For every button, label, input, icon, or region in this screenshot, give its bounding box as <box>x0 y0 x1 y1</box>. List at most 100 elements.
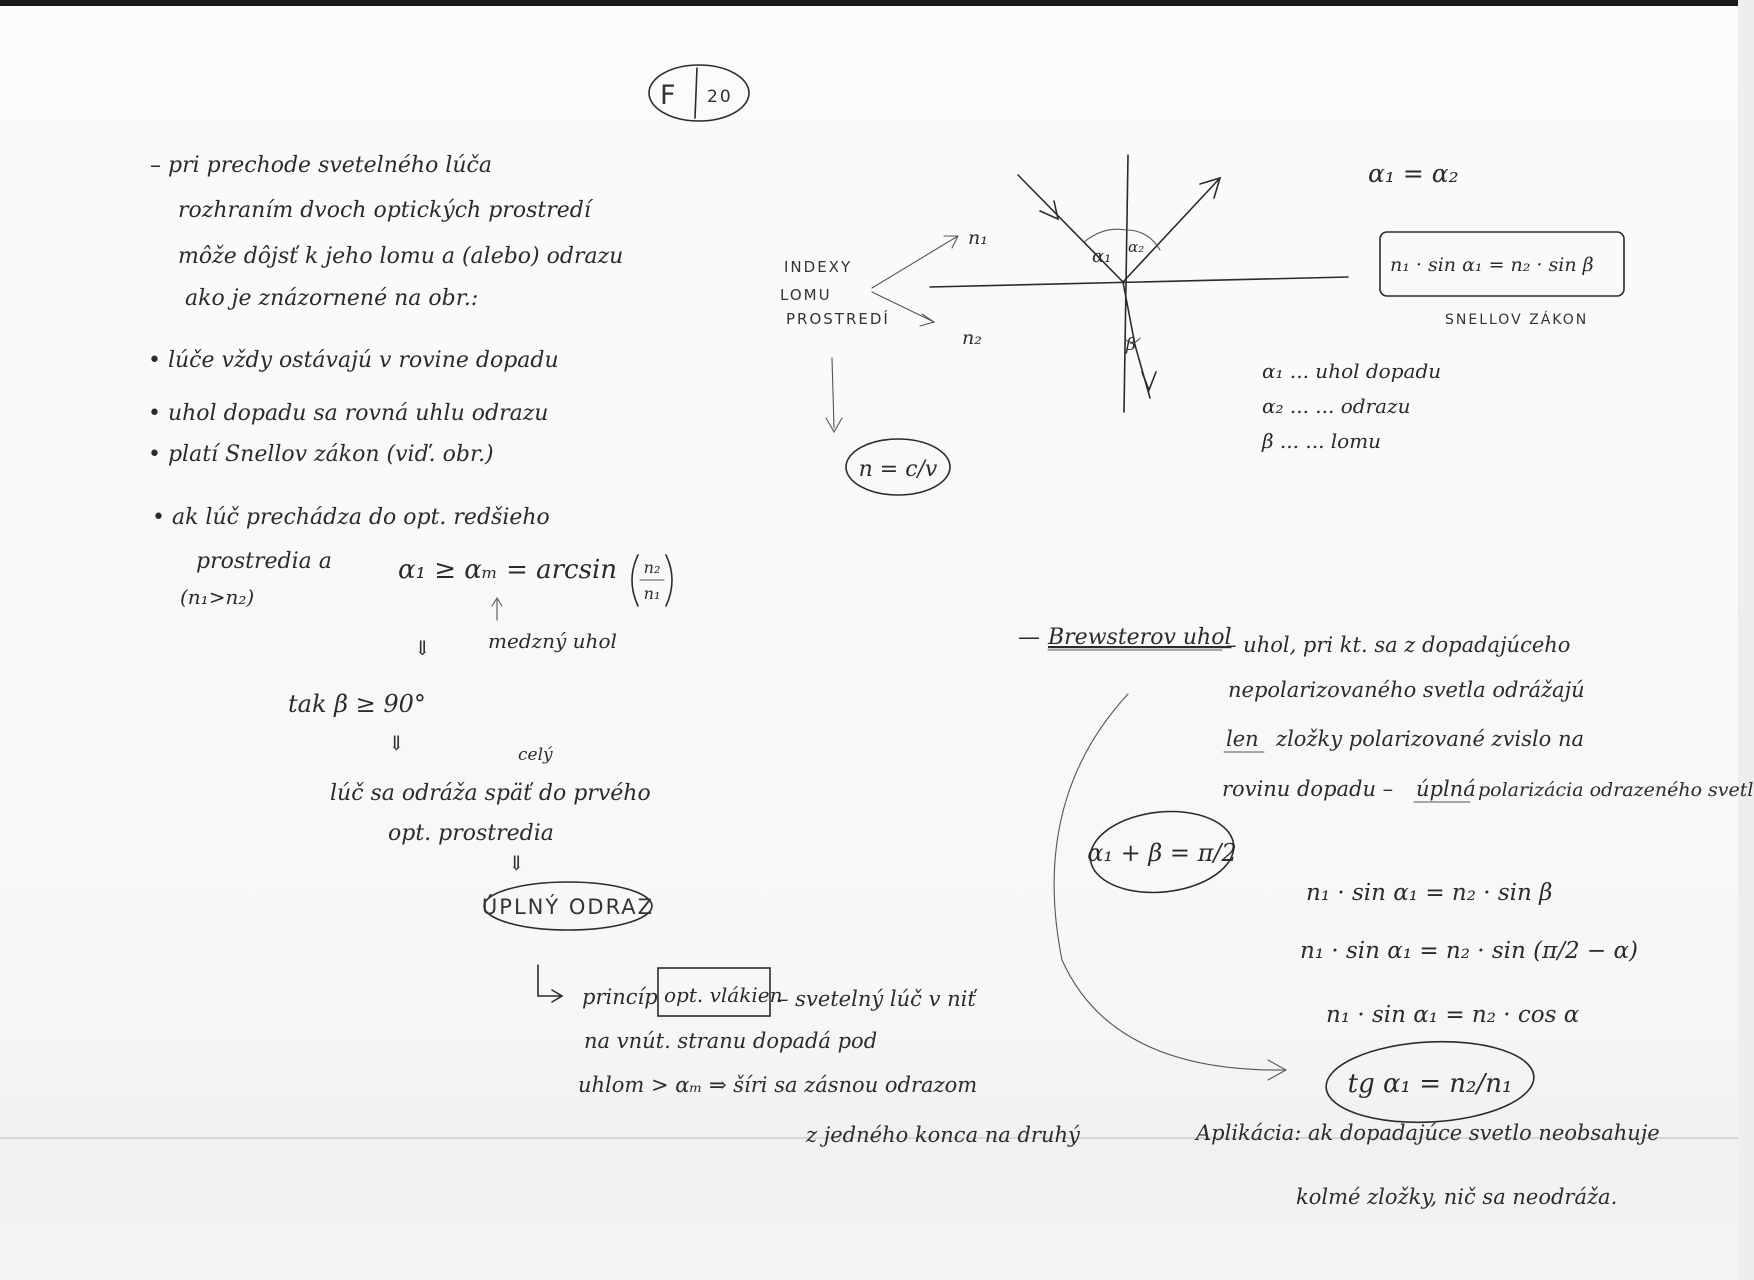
interface-line <box>929 276 1349 288</box>
result-bubble <box>1325 1040 1535 1124</box>
brewster-line: – uhol, pri kt. sa z dopadajúceho <box>1226 633 1570 657</box>
rule-item: • uhol dopadu sa rovná uhlu odrazu <box>148 401 548 426</box>
intro-line: môže dôjsť k jeho lomu a (alebo) odrazu <box>178 244 623 269</box>
brewster-section: — Brewsterov uhol – uhol, pri kt. sa z d… <box>1018 625 1754 1209</box>
refracted-arrow-head <box>1141 371 1157 393</box>
legend-line: α₁ ... uhol dopadu <box>1262 359 1441 383</box>
definition-arrow <box>831 357 835 429</box>
reflected-ray <box>1122 177 1221 283</box>
implies-glyph: ⇓ <box>414 636 431 660</box>
definition-bubble <box>845 438 951 496</box>
scan-right-edge <box>1738 0 1754 1280</box>
brewster-line: polarizácia odrazeného svetla. <box>1478 779 1754 801</box>
brewster-line: nepolarizovaného svetla odrážajú <box>1228 678 1585 702</box>
normal-line <box>1123 154 1129 413</box>
page-tag-number: 20 <box>707 87 733 107</box>
alpha2-label: α₂ <box>1128 238 1144 256</box>
medium-index-lower: n₂ <box>962 327 982 349</box>
critical-condition: (n₁>n₂) <box>180 585 254 609</box>
formula-paren-left <box>631 554 639 607</box>
formula-numerator: n₂ <box>644 558 661 577</box>
indexes-label: PROSTREDÍ <box>786 309 890 328</box>
fibre-arrow-head <box>551 989 564 1003</box>
pointer-lower-head <box>919 313 936 327</box>
indexes-label: LOMU <box>780 286 832 304</box>
formula-paren-right <box>665 554 673 607</box>
brewster-result: tg α₁ = n₂/n₁ <box>1348 1069 1513 1099</box>
fibre-line: z jedného konca na druhý <box>805 1123 1081 1147</box>
alpha2-arc <box>1125 229 1161 251</box>
application-line: kolmé zložky, nič sa neodráža. <box>1296 1185 1617 1209</box>
intro-line: – pri prechode svetelného lúča <box>150 153 492 178</box>
snell-section: α₁ = α₂ n₁ · sin α₁ = n₂ · sin β SNELLOV… <box>1261 159 1625 453</box>
definition-arrow-head <box>825 417 843 434</box>
brewster-line: zložky polarizované zvislo na <box>1275 727 1584 751</box>
legend-line: α₂ ... ... odrazu <box>1262 394 1411 418</box>
pointer-upper-head <box>943 235 959 249</box>
beta-label: β <box>1125 335 1136 355</box>
page-tag-letter: F <box>660 80 678 111</box>
fibre-box <box>657 967 771 1017</box>
implies-glyph: ⇓ <box>388 731 405 755</box>
derivation-step: n₁ · sin α₁ = n₂ · sin (π/2 − α) <box>1300 938 1638 964</box>
brewster-dash: — <box>1018 625 1040 650</box>
critical-then: tak β ≥ 90° <box>288 690 426 718</box>
alpha1-arc <box>1083 228 1127 243</box>
derivation-step: n₁ · sin α₁ = n₂ · sin β <box>1306 880 1552 906</box>
indexes-label: INDEXY <box>784 258 852 276</box>
beta-arc <box>1125 337 1141 344</box>
snell-box <box>1379 231 1625 297</box>
implies-glyph: ⇓ <box>508 851 525 875</box>
critical-whole: celý <box>518 745 553 765</box>
critical-formula: α₁ ≥ αₘ = arcsin <box>398 555 617 585</box>
intro-paragraph: – pri prechode svetelného lúča rozhraním… <box>150 153 623 311</box>
alpha1-label: α₁ <box>1092 246 1111 267</box>
brewster-link-arrow <box>1267 1059 1288 1081</box>
pointer-upper <box>871 235 959 289</box>
brewster-relation: α₁ + β = π/2 <box>1087 839 1237 867</box>
critical-reflect: opt. prostredia <box>388 821 554 846</box>
index-definition: n = c/v <box>859 457 938 482</box>
brewster-line-emphasis: len <box>1226 727 1259 751</box>
rule-item: • lúče vždy ostávajú v rovine dopadu <box>148 348 559 373</box>
application-line: Aplikácia: ak dopadajúce svetlo neobsahu… <box>1194 1121 1660 1145</box>
page-tag: F 20 <box>648 64 750 122</box>
medium-index-upper: n₁ <box>968 227 988 249</box>
note-arrow-head <box>491 596 503 607</box>
scan-top-edge <box>0 0 1754 6</box>
fibre-line: – svetelný lúč v niť <box>778 987 977 1011</box>
brewster-line: rovinu dopadu – <box>1222 777 1393 801</box>
fibre-line: uhlom > αₘ ⇒ šíri sa zásnou odrazom <box>578 1073 977 1097</box>
fibre-boxed-label: opt. vlákien <box>664 983 782 1007</box>
total-reflection-bubble <box>483 881 653 931</box>
incident-arrow-head <box>1039 200 1060 221</box>
intro-line: rozhraním dvoch optických prostredí <box>178 198 594 223</box>
total-reflection-label: ÚPLNÝ ODRAZ <box>482 894 654 919</box>
legend-line: β ... ... lomu <box>1261 429 1381 453</box>
derivation-step: n₁ · sin α₁ = n₂ · cos α <box>1326 1002 1580 1028</box>
critical-line: prostredia a <box>196 549 332 574</box>
critical-line: • ak lúč prechádza do opt. redšieho <box>152 505 550 530</box>
optical-fibre-section: princíp opt. vlákien – svetelný lúč v ni… <box>537 964 1081 1147</box>
snell-name: SNELLOV ZÁKON <box>1445 311 1588 328</box>
critical-note: medzný uhol <box>488 629 617 653</box>
fibre-prefix: princíp <box>582 985 658 1009</box>
reflected-arrow-head <box>1199 176 1222 199</box>
incident-ray <box>1017 174 1124 283</box>
equal-angles: α₁ = α₂ <box>1368 159 1459 188</box>
formula-denominator: n₁ <box>644 584 661 603</box>
fibre-arrow <box>537 964 561 997</box>
intro-line: ako je znázornené na obr.: <box>185 286 478 311</box>
brewster-link-curve <box>1053 693 1285 1071</box>
fibre-line: na vnút. stranu dopadá pod <box>584 1029 877 1053</box>
rule-item: • platí Snellov zákon (viď. obr.) <box>148 442 494 467</box>
snell-formula: n₁ · sin α₁ = n₂ · sin β <box>1390 254 1594 276</box>
relation-bubble <box>1089 810 1235 894</box>
refraction-diagram: α₁ α₂ β n₁ n₂ INDEXY LOMU PROSTREDÍ n = … <box>780 154 1349 496</box>
critical-angle-section: • ak lúč prechádza do opt. redšieho pros… <box>152 505 673 931</box>
critical-reflect: lúč sa odráža späť do prvého <box>330 781 651 806</box>
brewster-title: Brewsterov uhol <box>1047 625 1232 650</box>
pointer-lower <box>871 291 935 323</box>
